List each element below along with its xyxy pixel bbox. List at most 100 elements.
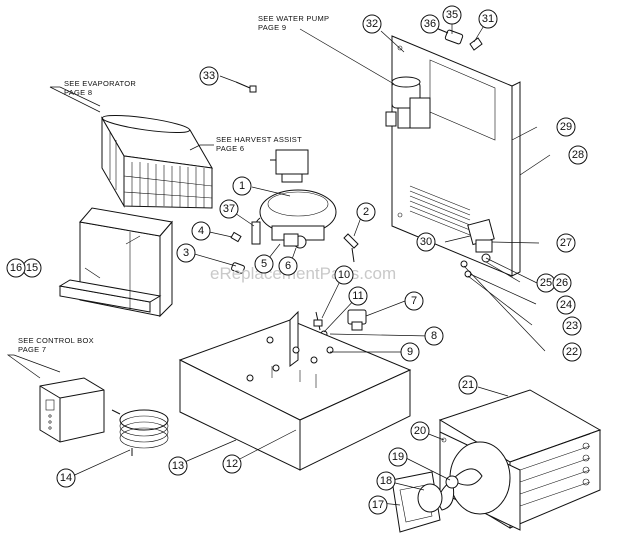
svg-text:11: 11 [352,290,363,302]
svg-text:28: 28 [572,149,584,161]
rear-panel [391,35,521,277]
svg-text:30: 30 [420,236,432,248]
callout-1[interactable]: 1 [232,176,252,196]
harvest-assist [270,149,309,183]
callout-4[interactable]: 4 [191,221,211,241]
svg-text:PAGE 8: PAGE 8 [64,88,92,97]
callout-10[interactable]: 10 [334,265,354,285]
svg-text:15: 15 [26,262,38,274]
water-pump [385,76,431,129]
callout-25[interactable]: 25 [536,273,556,293]
callout-37[interactable]: 37 [219,199,239,219]
svg-text:25: 25 [540,277,552,289]
inlet-solenoid-valve [460,218,495,278]
fan-blade [438,468,483,511]
note-control-box: SEE CONTROL BOX PAGE 7 [18,336,94,354]
callout-31[interactable]: 31 [478,9,498,29]
callout-24[interactable]: 24 [556,295,576,315]
fan-motor-bracket [391,471,443,533]
callout-30[interactable]: 30 [416,232,436,252]
svg-text:32: 32 [366,18,378,30]
svg-text:SEE HARVEST ASSIST: SEE HARVEST ASSIST [216,135,302,144]
compressor [255,189,337,249]
compressor-fittings [230,221,359,274]
svg-text:SEE CONTROL BOX: SEE CONTROL BOX [18,336,94,345]
svg-text:7: 7 [411,295,417,307]
callout-36[interactable]: 36 [420,14,440,34]
svg-text:19: 19 [392,451,404,463]
evaporator [101,114,213,209]
svg-text:12: 12 [226,458,238,470]
svg-text:3: 3 [183,247,189,259]
note-water-pump: SEE WATER PUMP PAGE 9 [258,14,329,32]
svg-text:24: 24 [560,299,572,311]
water-valve-fittings [435,27,483,51]
note-evaporator: SEE EVAPORATOR PAGE 8 [64,79,136,97]
svg-text:SEE WATER PUMP: SEE WATER PUMP [258,14,329,23]
svg-text:26: 26 [556,277,568,289]
svg-text:9: 9 [407,346,413,358]
callout-22[interactable]: 22 [562,342,582,362]
callout-17[interactable]: 17 [368,495,388,515]
watermark: eReplacementParts.com [210,264,396,283]
callout-15[interactable]: 15 [22,258,42,278]
svg-text:21: 21 [462,379,474,391]
svg-text:33: 33 [203,70,215,82]
callout-27[interactable]: 27 [556,233,576,253]
svg-text:36: 36 [424,18,436,30]
callout-11[interactable]: 11 [348,286,368,306]
callout-19[interactable]: 19 [388,447,408,467]
svg-text:8: 8 [431,330,437,342]
svg-text:20: 20 [414,425,426,437]
base-pan [178,310,412,471]
svg-text:2: 2 [363,206,369,218]
svg-text:10: 10 [338,269,350,281]
svg-text:13: 13 [172,460,184,472]
svg-text:PAGE 7: PAGE 7 [18,345,46,354]
callout-21[interactable]: 21 [458,375,478,395]
callout-20[interactable]: 20 [410,421,430,441]
svg-text:1: 1 [239,180,245,192]
svg-text:16: 16 [10,262,22,274]
svg-text:23: 23 [566,320,578,332]
mounting-bracket [58,207,173,318]
coil [111,409,169,456]
callout-13[interactable]: 13 [168,456,188,476]
callout-7[interactable]: 7 [404,291,424,311]
control-box [39,377,105,443]
svg-text:22: 22 [566,346,578,358]
callout-12[interactable]: 12 [222,454,242,474]
callout-18[interactable]: 18 [376,471,396,491]
svg-text:18: 18 [380,475,392,487]
callout-26[interactable]: 26 [552,273,572,293]
svg-text:6: 6 [285,260,291,272]
svg-text:SEE EVAPORATOR: SEE EVAPORATOR [64,79,136,88]
callout-23[interactable]: 23 [562,316,582,336]
callout-29[interactable]: 29 [556,117,576,137]
callout-5[interactable]: 5 [254,254,274,274]
callout-2[interactable]: 2 [356,202,376,222]
callout-33[interactable]: 33 [199,66,219,86]
svg-text:PAGE 9: PAGE 9 [258,23,286,32]
svg-text:27: 27 [560,237,572,249]
screw-33 [235,81,257,93]
callout-35[interactable]: 35 [442,5,462,25]
svg-text:5: 5 [261,258,267,270]
note-harvest-assist: SEE HARVEST ASSIST PAGE 6 [216,135,302,153]
callout-9[interactable]: 9 [400,342,420,362]
callout-8[interactable]: 8 [424,326,444,346]
callout-14[interactable]: 14 [56,468,76,488]
callout-6[interactable]: 6 [278,256,298,276]
condenser-fittings [313,309,367,338]
svg-text:31: 31 [482,13,494,25]
callout-16[interactable]: 16 [6,258,26,278]
svg-text:14: 14 [60,472,72,484]
svg-text:29: 29 [560,121,572,133]
callout-32[interactable]: 32 [362,14,382,34]
svg-text:17: 17 [372,499,384,511]
svg-text:37: 37 [223,203,235,215]
callout-3[interactable]: 3 [176,243,196,263]
svg-text:PAGE 6: PAGE 6 [216,144,244,153]
callout-28[interactable]: 28 [568,145,588,165]
